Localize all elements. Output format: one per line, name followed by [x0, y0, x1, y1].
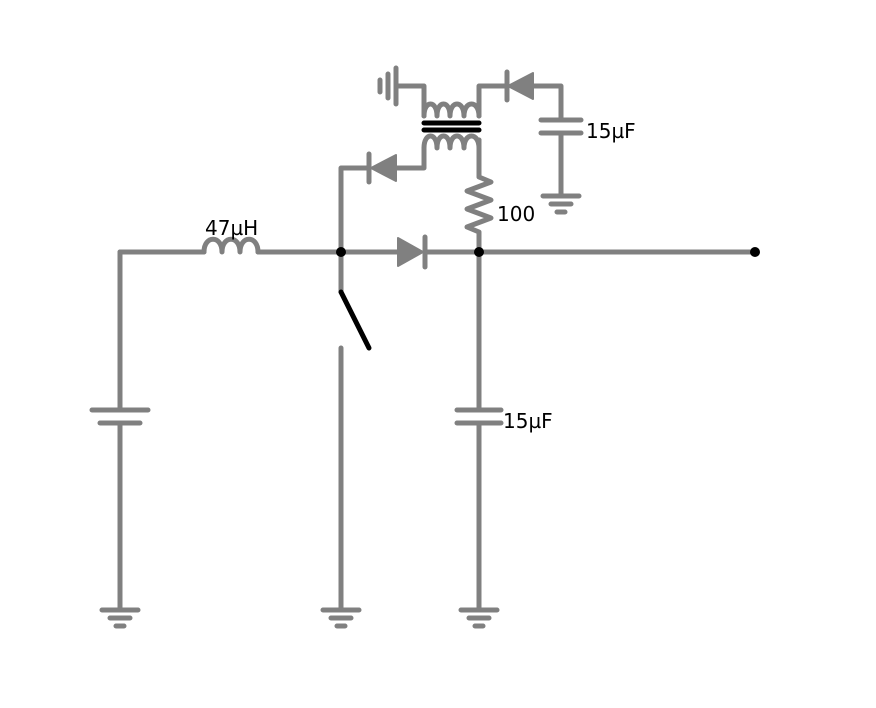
resistor-100	[464, 137, 494, 255]
switch-branch	[320, 249, 372, 629]
wire-primary-right	[476, 83, 511, 119]
diode-top	[504, 69, 534, 103]
label-cap-bottom: 15µF	[503, 409, 553, 433]
ground-symbol-battery	[99, 607, 141, 629]
wire-secondary-left	[393, 145, 427, 171]
top-cap-branch	[530, 83, 584, 215]
battery-branch	[89, 249, 151, 629]
label-resistor: 100	[497, 202, 535, 226]
diode-secondary	[338, 151, 397, 255]
inductor-47uh	[201, 236, 261, 255]
wire-diode-to-switch-node	[338, 165, 372, 255]
transformer-core	[421, 120, 482, 133]
transformer-secondary-winding	[421, 133, 482, 151]
ground-symbol-switch	[320, 607, 362, 629]
switch-blade	[338, 289, 372, 351]
node-output	[474, 247, 484, 257]
wire-primary-left	[393, 83, 427, 119]
ground-symbol-top-cap	[540, 193, 582, 215]
transformer	[377, 65, 511, 171]
output-cap-branch	[454, 249, 504, 629]
wire-top-cap	[530, 83, 564, 123]
ground-symbol-cap	[458, 607, 500, 629]
node-switch	[336, 247, 346, 257]
main-rail	[117, 234, 758, 270]
node-terminal	[750, 247, 760, 257]
label-cap-top: 15µF	[586, 119, 636, 143]
label-inductor: 47µH	[205, 216, 258, 240]
ground-symbol-transformer	[377, 65, 399, 107]
diode-main	[397, 234, 428, 270]
transformer-primary-winding	[421, 101, 482, 119]
